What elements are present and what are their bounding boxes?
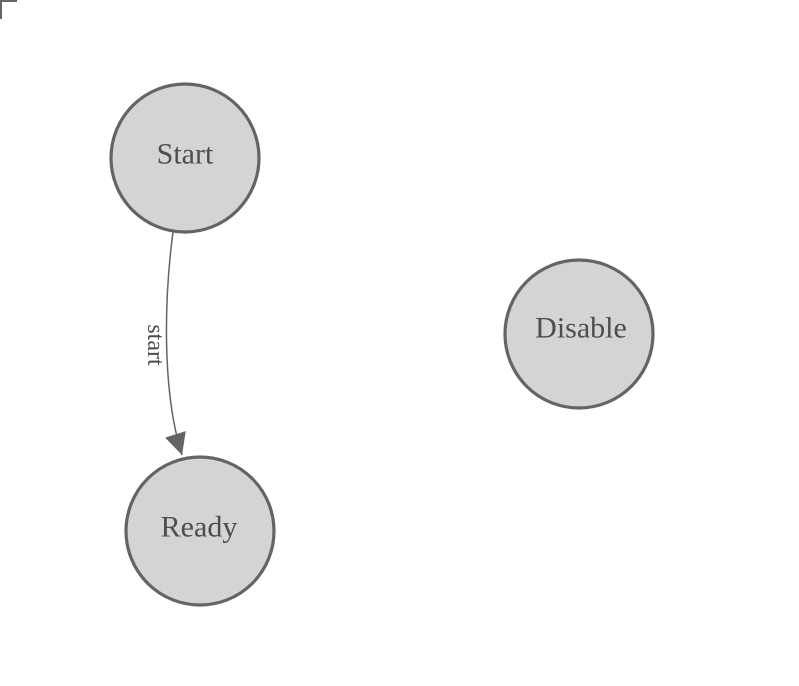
node-start[interactable]: Start: [109, 82, 261, 234]
node-ready-circle[interactable]: [124, 455, 276, 607]
canvas-origin-corner-icon: [0, 0, 17, 19]
node-disable-circle[interactable]: [503, 258, 655, 410]
edge-start-ready-line[interactable]: [165, 231, 186, 456]
edge-start-ready[interactable]: start: [142, 231, 186, 456]
node-disable[interactable]: Disable: [503, 258, 655, 410]
node-start-circle[interactable]: [109, 82, 261, 234]
node-ready[interactable]: Ready: [124, 455, 276, 607]
edge-start-ready-label[interactable]: start: [142, 324, 168, 366]
